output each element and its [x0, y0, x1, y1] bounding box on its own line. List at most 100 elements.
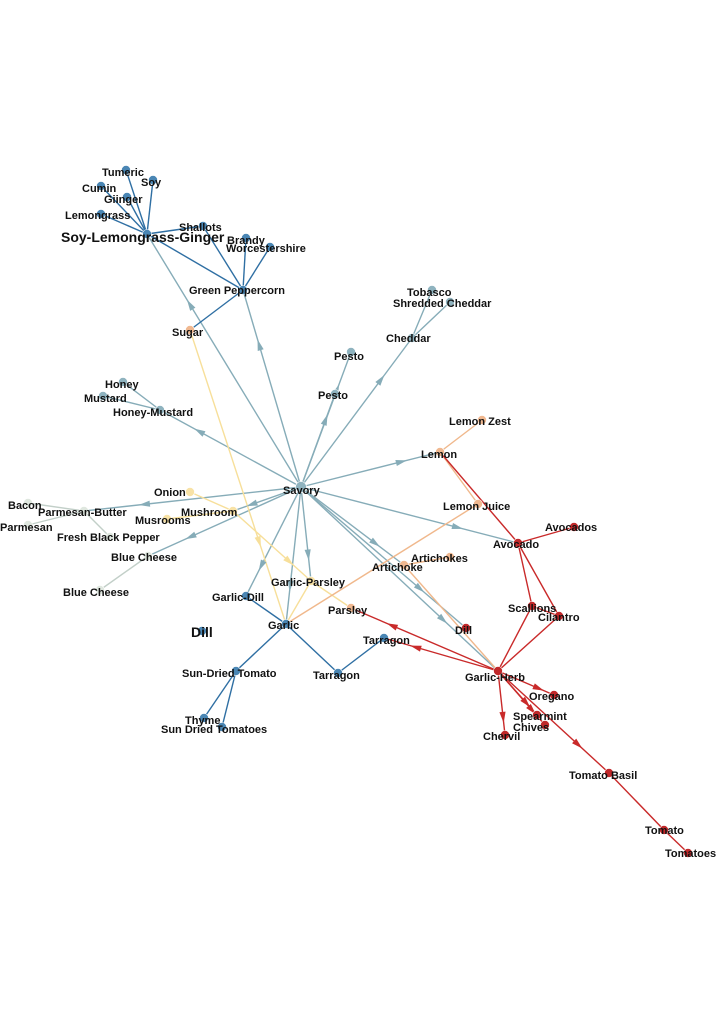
edge-savory-blue_cheese1 — [147, 486, 302, 557]
edge-slg-soy — [146, 179, 154, 235]
edge-green_peppercorn-brandy — [242, 237, 247, 291]
edge-sun_dried_tomato-sun_dried_tomatoes — [221, 670, 237, 728]
arrowhead-garlic_herb-parsley — [386, 623, 399, 631]
node-chervil — [500, 730, 510, 740]
edges-layer — [27, 169, 689, 854]
arrowhead-savory-blue_cheese1 — [185, 531, 197, 540]
node-label-garlic-herb: Garlic-Herb — [465, 672, 525, 684]
edge-savory-green_peppercorn — [242, 289, 302, 488]
edge-garlic_herb-tomato_basil — [497, 670, 610, 774]
edge-lemon-lemon_juice — [439, 451, 479, 505]
node-lemon-juice — [473, 499, 483, 509]
edge-artichoke-garlic_herb — [403, 564, 499, 672]
edge-garlic-garlic_dill — [245, 595, 287, 625]
node-label-tobasco: Tobasco — [407, 287, 452, 299]
node-lemon — [435, 447, 445, 457]
edge-cheddar-tobasco — [411, 289, 433, 339]
arrowhead-savory-mushroom — [246, 499, 258, 507]
edge-slg-shallots — [146, 225, 204, 235]
node-label-shallots: Shallots — [179, 222, 222, 234]
node-pesto1 — [346, 347, 356, 357]
node-label-blue-cheese-1: Blue Cheese — [111, 552, 177, 564]
node-label-spearmint: Spearmint — [513, 711, 567, 723]
node-pesto2 — [330, 389, 340, 399]
edge-sun_dried_tomato-thyme — [203, 670, 237, 719]
arrowhead-savory-honey_mustard — [194, 428, 206, 437]
edge-lemon_juice-garlic — [285, 503, 479, 625]
node-label-onion: Onion — [154, 487, 186, 499]
node-label-green-peppercorn: Green Peppercorn — [189, 285, 285, 297]
arrowhead-savory-garlic — [287, 580, 294, 592]
node-lemongrass — [96, 209, 106, 219]
node-label-thyme: Thyme — [185, 715, 220, 727]
node-shallots — [198, 221, 208, 231]
edge-garlic_herb-oregano — [497, 670, 555, 696]
node-label-artichoke: Artichoke — [372, 562, 423, 574]
node-label-pesto-1: Pesto — [334, 351, 364, 363]
node-garlic-parsley — [306, 576, 316, 586]
edge-sugar-garlic — [189, 329, 287, 625]
node-ginger — [122, 192, 132, 202]
edge-savory-artichoke — [300, 486, 405, 566]
edge-savory-pesto2 — [300, 393, 336, 488]
arrowhead-savory-parmesan_butter — [138, 500, 151, 507]
node-thyme — [199, 713, 209, 723]
edge-slg-ginger — [126, 196, 148, 235]
node-label-tomato-basil: Tomato Basil — [569, 770, 637, 782]
node-label-savory: Savory — [283, 485, 321, 497]
node-label-lemon-zest: Lemon Zest — [449, 416, 511, 428]
edge-onion-mushroom — [189, 491, 234, 512]
node-tomato — [659, 825, 669, 835]
node-label-tarragon-1: Tarragon — [363, 635, 410, 647]
edge-tarragon2-tarragon1 — [337, 637, 385, 674]
node-tarragon1 — [379, 633, 389, 643]
node-label-worcestershire: Worcestershire — [226, 243, 306, 255]
node-tobasco — [427, 285, 437, 295]
edge-savory-cheddar — [300, 337, 413, 488]
edge-mushroom-garlic_parsley — [232, 510, 312, 582]
edge-garlic-sun_dried_tomato — [235, 623, 287, 672]
nodes-layer — [23, 165, 693, 858]
node-label-dill-big: Dill — [191, 624, 213, 640]
node-onion — [185, 487, 195, 497]
arrowhead-savory-green_peppercorn — [257, 339, 264, 351]
edge-honey_mustard-honey — [122, 381, 161, 411]
edge-savory-slg — [146, 233, 302, 488]
edge-slg-tumeric — [125, 169, 148, 235]
node-worcestershire — [265, 242, 275, 252]
node-brandy — [241, 233, 251, 243]
node-label-tomatoes: Tomatoes — [665, 848, 716, 860]
labels-layer: Tumeric Soy Cumin Giinger Lemongrass Soy… — [0, 167, 716, 860]
node-label-bacon: Bacon — [8, 500, 42, 512]
node-label-lemon-juice: Lemon Juice — [443, 501, 510, 513]
arrowhead-garlic_herb-oregano — [532, 683, 544, 691]
edge-lemon-avocado — [439, 451, 519, 544]
arrowhead-savory-pesto2 — [320, 414, 328, 426]
node-cumin — [96, 181, 106, 191]
edge-parmesan_butter-parmesan — [27, 510, 85, 526]
node-label-tomato: Tomato — [645, 825, 684, 837]
node-label-cilantro: Cilantro — [538, 612, 580, 624]
node-parsley — [346, 603, 356, 613]
arrowhead-savory-avocado — [451, 523, 464, 530]
node-label-pesto-2: Pesto — [318, 390, 348, 402]
arrowhead-savory-slg — [187, 299, 196, 311]
edge-garlic-tarragon2 — [285, 623, 339, 674]
node-avocado — [513, 538, 523, 548]
edge-savory-avocado — [300, 486, 519, 544]
node-label-cumin: Cumin — [82, 183, 117, 195]
node-honey — [118, 377, 128, 387]
node-label-lemongrass: Lemongrass — [65, 210, 130, 222]
edge-savory-garlic_herb — [300, 486, 499, 672]
arrowhead-savory-garlic_parsley — [304, 549, 311, 561]
node-label-artichokes: Artichokes — [411, 553, 468, 565]
node-spearmint — [532, 710, 542, 720]
node-scallions — [527, 601, 537, 611]
node-garlic — [281, 619, 291, 629]
edge-musrooms-mushroom — [166, 510, 234, 520]
node-label-mustard: Mustard — [84, 393, 127, 405]
node-green-peppercorn — [238, 285, 248, 295]
edge-garlic_parsley-parsley — [310, 580, 352, 609]
edge-garlic_parsley-garlic — [285, 580, 312, 625]
